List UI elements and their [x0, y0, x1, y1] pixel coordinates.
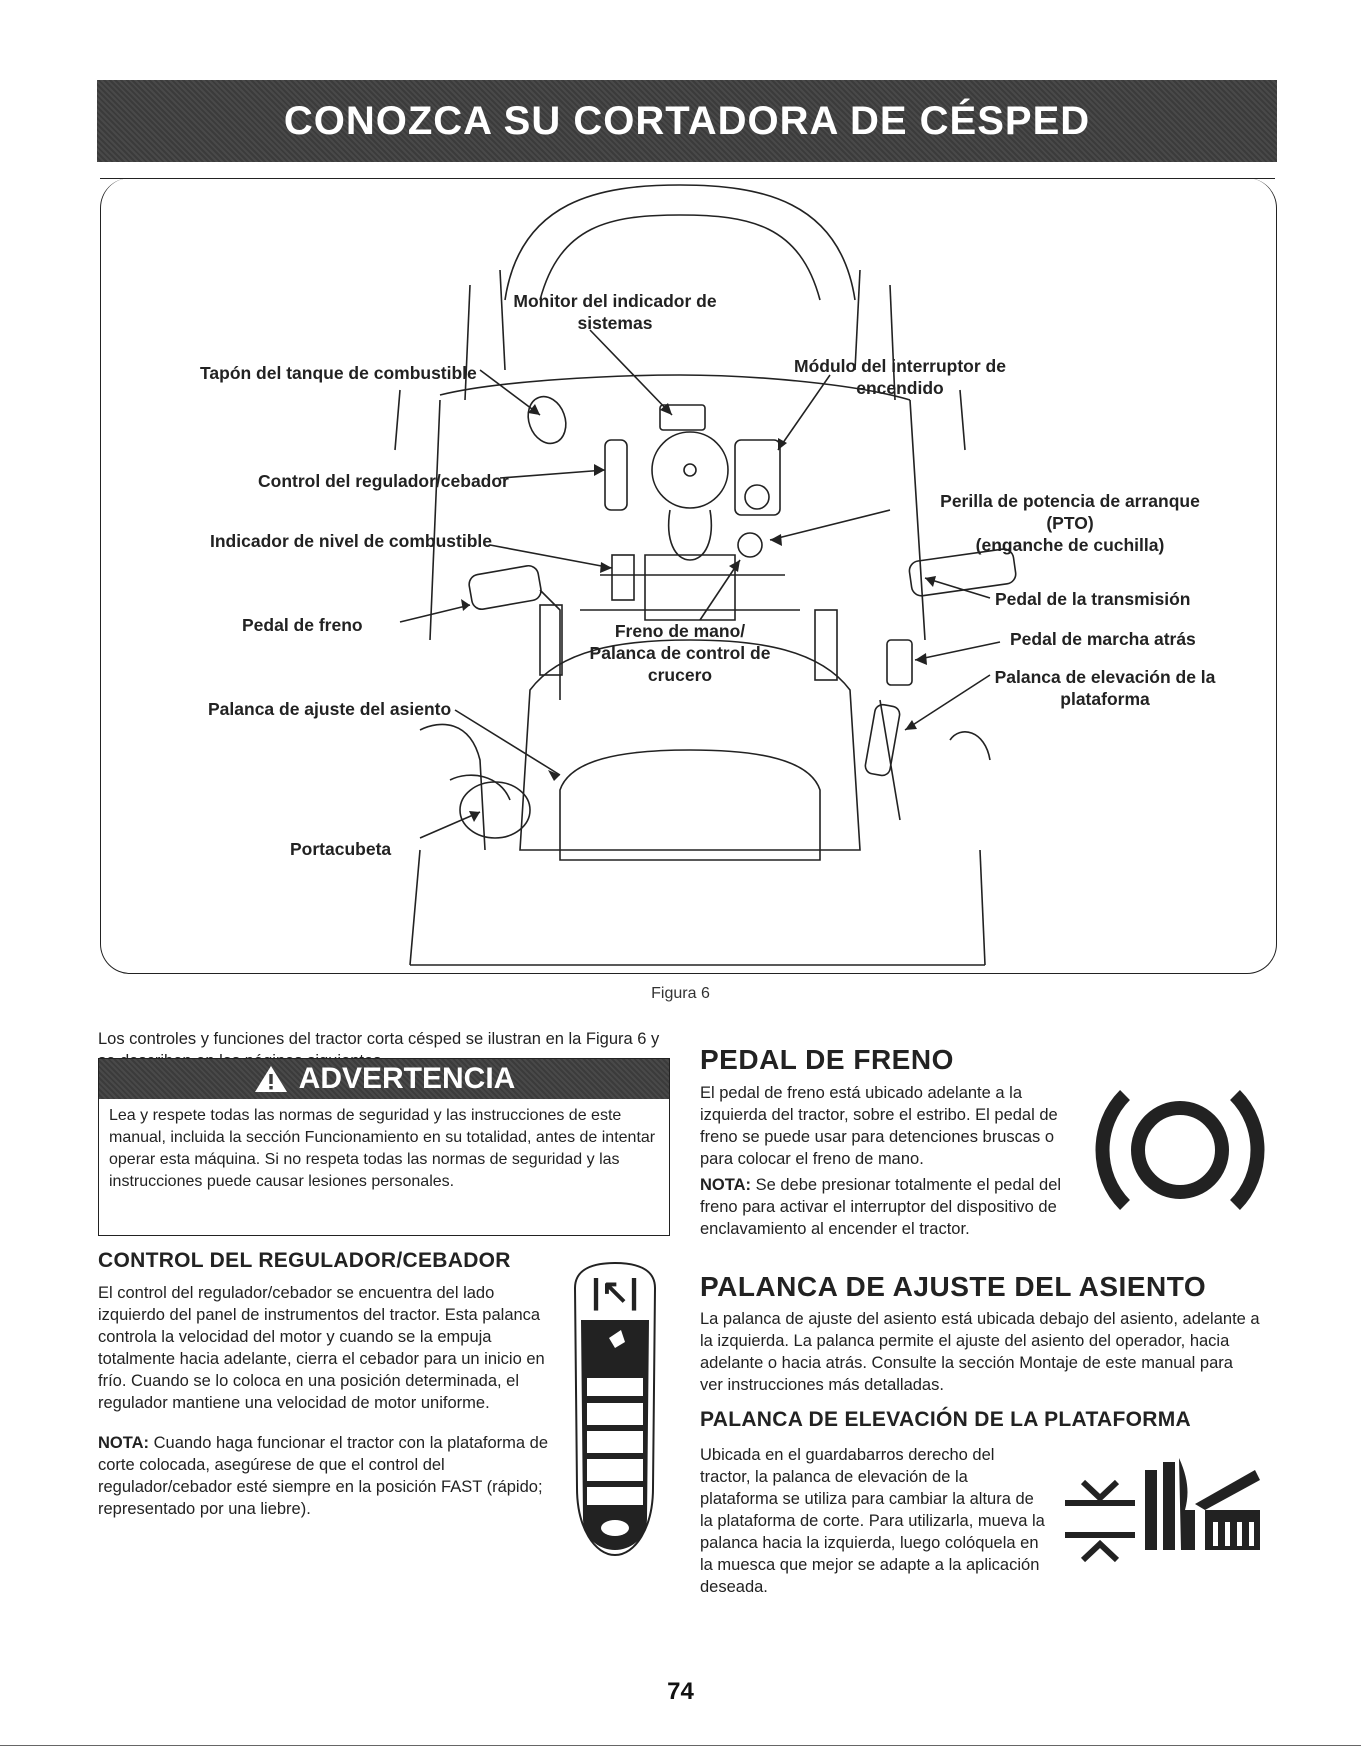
figure-frame	[100, 178, 1277, 974]
callout-reverse: Pedal de marcha atrás	[1010, 629, 1196, 649]
seat-heading: PALANCA DE AJUSTE DEL ASIENTO	[700, 1271, 1207, 1302]
figure-caption: Figura 6	[651, 985, 710, 1002]
brake-note-text: Se debe presionar totalmente el pedal de…	[700, 1176, 1062, 1238]
brake-body: El pedal de freno está ubicado adelante …	[700, 1084, 1058, 1168]
warning-box: ADVERTENCIA Lea y respete todas las norm…	[98, 1058, 670, 1236]
callout-monitor: Monitor del indicador de sistemas	[513, 291, 717, 333]
callout-seat-lever: Palanca de ajuste del asiento	[208, 699, 452, 719]
deck-body: Ubicada en el guardabarros derecho del t…	[700, 1446, 1045, 1596]
callout-pto: Perilla de potencia de arranque (PTO) (e…	[940, 491, 1200, 555]
page-title: CONOZCA SU CORTADORA DE CÉSPED	[283, 98, 1091, 143]
warning-body: Lea y respete todas las normas de seguri…	[109, 1107, 656, 1190]
throttle-note-label: NOTA:	[98, 1434, 150, 1452]
callout-fuel-cap: Tapón del tanque de combustible	[200, 363, 477, 383]
warning-title: ADVERTENCIA	[298, 1062, 516, 1095]
callout-deck-lift: Palanca de elevación de la plataforma	[994, 667, 1216, 709]
throttle-body: El control del regulador/cebador se encu…	[98, 1284, 545, 1412]
brake-note-label: NOTA:	[700, 1176, 752, 1194]
warning-header: ADVERTENCIA	[99, 1059, 669, 1099]
throttle-note: NOTA: Cuando haga funcionar el tractor c…	[98, 1432, 548, 1520]
page-number: 74	[667, 1678, 694, 1705]
callout-fuel-gauge: Indicador de nivel de combustible	[210, 531, 492, 551]
header-banner: CONOZCA SU CORTADORA DE CÉSPED	[97, 80, 1277, 162]
brake-note: NOTA: Se debe presionar totalmente el pe…	[700, 1174, 1070, 1240]
throttle-control-icon: |↖|	[573, 1261, 657, 1557]
figure-frame-top	[100, 178, 1275, 179]
brake-symbol-icon	[1095, 1090, 1265, 1210]
callout-transmission: Pedal de la transmisión	[995, 589, 1191, 609]
deck-lift-icon	[1065, 1458, 1260, 1563]
callout-cup-holder: Portacubeta	[290, 839, 392, 859]
bottom-rule	[0, 1745, 1361, 1746]
warning-icon	[254, 1066, 287, 1092]
brake-heading: PEDAL DE FRENO	[700, 1044, 954, 1075]
throttle-heading: CONTROL DEL REGULADOR/CEBADOR	[98, 1249, 511, 1272]
deck-heading: PALANCA DE ELEVACIÓN DE LA PLATAFORMA	[700, 1408, 1191, 1431]
seat-body: La palanca de ajuste del asiento está ub…	[700, 1310, 1260, 1394]
svg-text:|↖|: |↖|	[591, 1273, 639, 1311]
throttle-note-text: Cuando haga funcionar el tractor con la …	[98, 1434, 549, 1518]
callout-throttle: Control del regulador/cebador	[258, 471, 509, 491]
callout-ignition: Módulo del interruptor de encendido	[794, 356, 1006, 398]
callout-brake-pedal: Pedal de freno	[242, 615, 363, 635]
callout-parking-brake: Freno de mano/ Palanca de control de cru…	[589, 621, 771, 685]
tractor-illustration	[394, 184, 1017, 966]
